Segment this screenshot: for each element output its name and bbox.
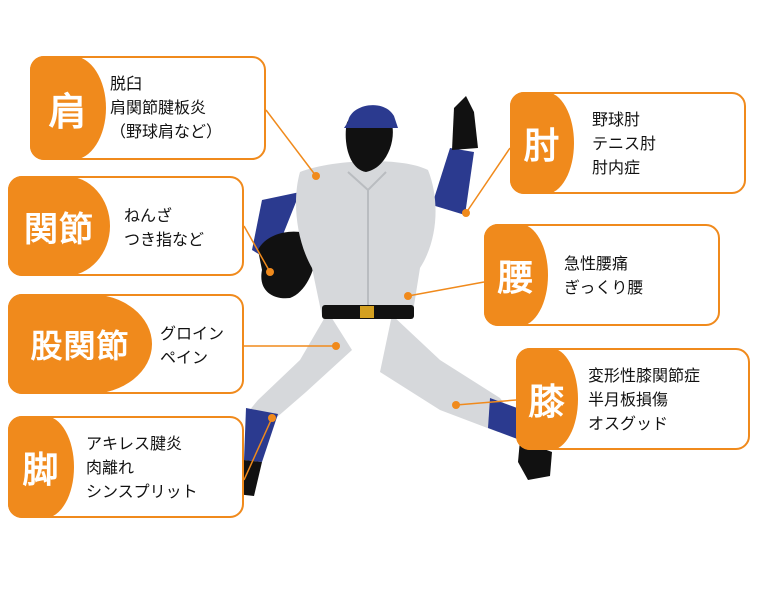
knee-item: 半月板損傷 bbox=[588, 390, 669, 409]
leader-lines bbox=[243, 109, 517, 481]
waist-card: 腰 急性腰痛 ぎっくり腰 bbox=[484, 224, 720, 326]
waist-item: 急性腰痛 bbox=[564, 254, 629, 273]
elbow-item: 野球肘 bbox=[592, 110, 641, 129]
waist-dot bbox=[404, 292, 412, 300]
shoulder-dot bbox=[312, 172, 320, 180]
front-leg bbox=[248, 312, 352, 418]
throwing-arm bbox=[432, 148, 474, 215]
waist-badge: 腰 bbox=[484, 224, 548, 326]
belt-buckle bbox=[360, 306, 374, 318]
joint-item: ねんざ bbox=[124, 206, 173, 225]
joint-card: 関節 ねんざ つき指など bbox=[8, 176, 244, 276]
groin-dot bbox=[332, 342, 340, 350]
elbow-dot bbox=[462, 209, 470, 217]
joint-dot bbox=[266, 268, 274, 276]
ankle-badge: 脚 bbox=[8, 416, 74, 518]
shoulder-card: 肩 脱臼 肩関節腱板炎 （野球肩など） bbox=[30, 56, 266, 160]
ankle-item: アキレス腱炎 bbox=[86, 434, 183, 453]
elbow-badge: 肘 bbox=[510, 92, 574, 194]
elbow-card: 肘 野球肘 テニス肘 肘内症 bbox=[510, 92, 746, 194]
knee-item: 変形性膝関節症 bbox=[588, 366, 701, 385]
cap bbox=[344, 105, 398, 128]
joint-item: つき指など bbox=[124, 230, 205, 249]
ankle-item: シンスプリット bbox=[86, 482, 198, 501]
shoulder-item: 脱臼 bbox=[110, 74, 143, 93]
ankle-item: 肉離れ bbox=[86, 458, 135, 477]
joint-list: ねんざ つき指など bbox=[124, 204, 204, 252]
back-shoe bbox=[518, 440, 552, 480]
elbow-item: 肘内症 bbox=[592, 158, 641, 177]
elbow-list: 野球肘 テニス肘 肘内症 bbox=[592, 108, 656, 180]
knee-list: 変形性膝関節症 半月板損傷 オスグッド bbox=[588, 364, 700, 436]
ankle-card: 脚 アキレス腱炎 肉離れ シンスプリット bbox=[8, 416, 244, 518]
knee-item: オスグッド bbox=[588, 414, 669, 433]
front-sock bbox=[244, 408, 278, 462]
waist-list: 急性腰痛 ぎっくり腰 bbox=[564, 252, 643, 300]
groin-item: ペイン bbox=[160, 348, 209, 367]
shoulder-badge: 肩 bbox=[30, 56, 106, 160]
knee-badge: 膝 bbox=[516, 348, 578, 450]
shoulder-list: 脱臼 肩関節腱板炎 （野球肩など） bbox=[110, 72, 222, 144]
groin-list: グロイン ペイン bbox=[160, 322, 224, 370]
joint-badge: 関節 bbox=[8, 176, 110, 276]
groin-card: 股関節 グロイン ペイン bbox=[8, 294, 244, 394]
throwing-hand bbox=[452, 96, 478, 150]
knee-card: 膝 変形性膝関節症 半月板損傷 オスグッド bbox=[516, 348, 750, 450]
glove bbox=[258, 231, 316, 299]
groin-item: グロイン bbox=[160, 324, 225, 343]
elbow-item: テニス肘 bbox=[592, 134, 657, 153]
shoulder-item: （野球肩など） bbox=[110, 122, 223, 141]
ankle-dot bbox=[268, 414, 276, 422]
shoulder-item: 肩関節腱板炎 bbox=[110, 98, 207, 117]
ankle-list: アキレス腱炎 肉離れ シンスプリット bbox=[86, 432, 198, 504]
jersey bbox=[296, 161, 436, 318]
knee-dot bbox=[452, 401, 460, 409]
waist-item: ぎっくり腰 bbox=[564, 278, 644, 297]
groin-badge: 股関節 bbox=[8, 294, 152, 394]
